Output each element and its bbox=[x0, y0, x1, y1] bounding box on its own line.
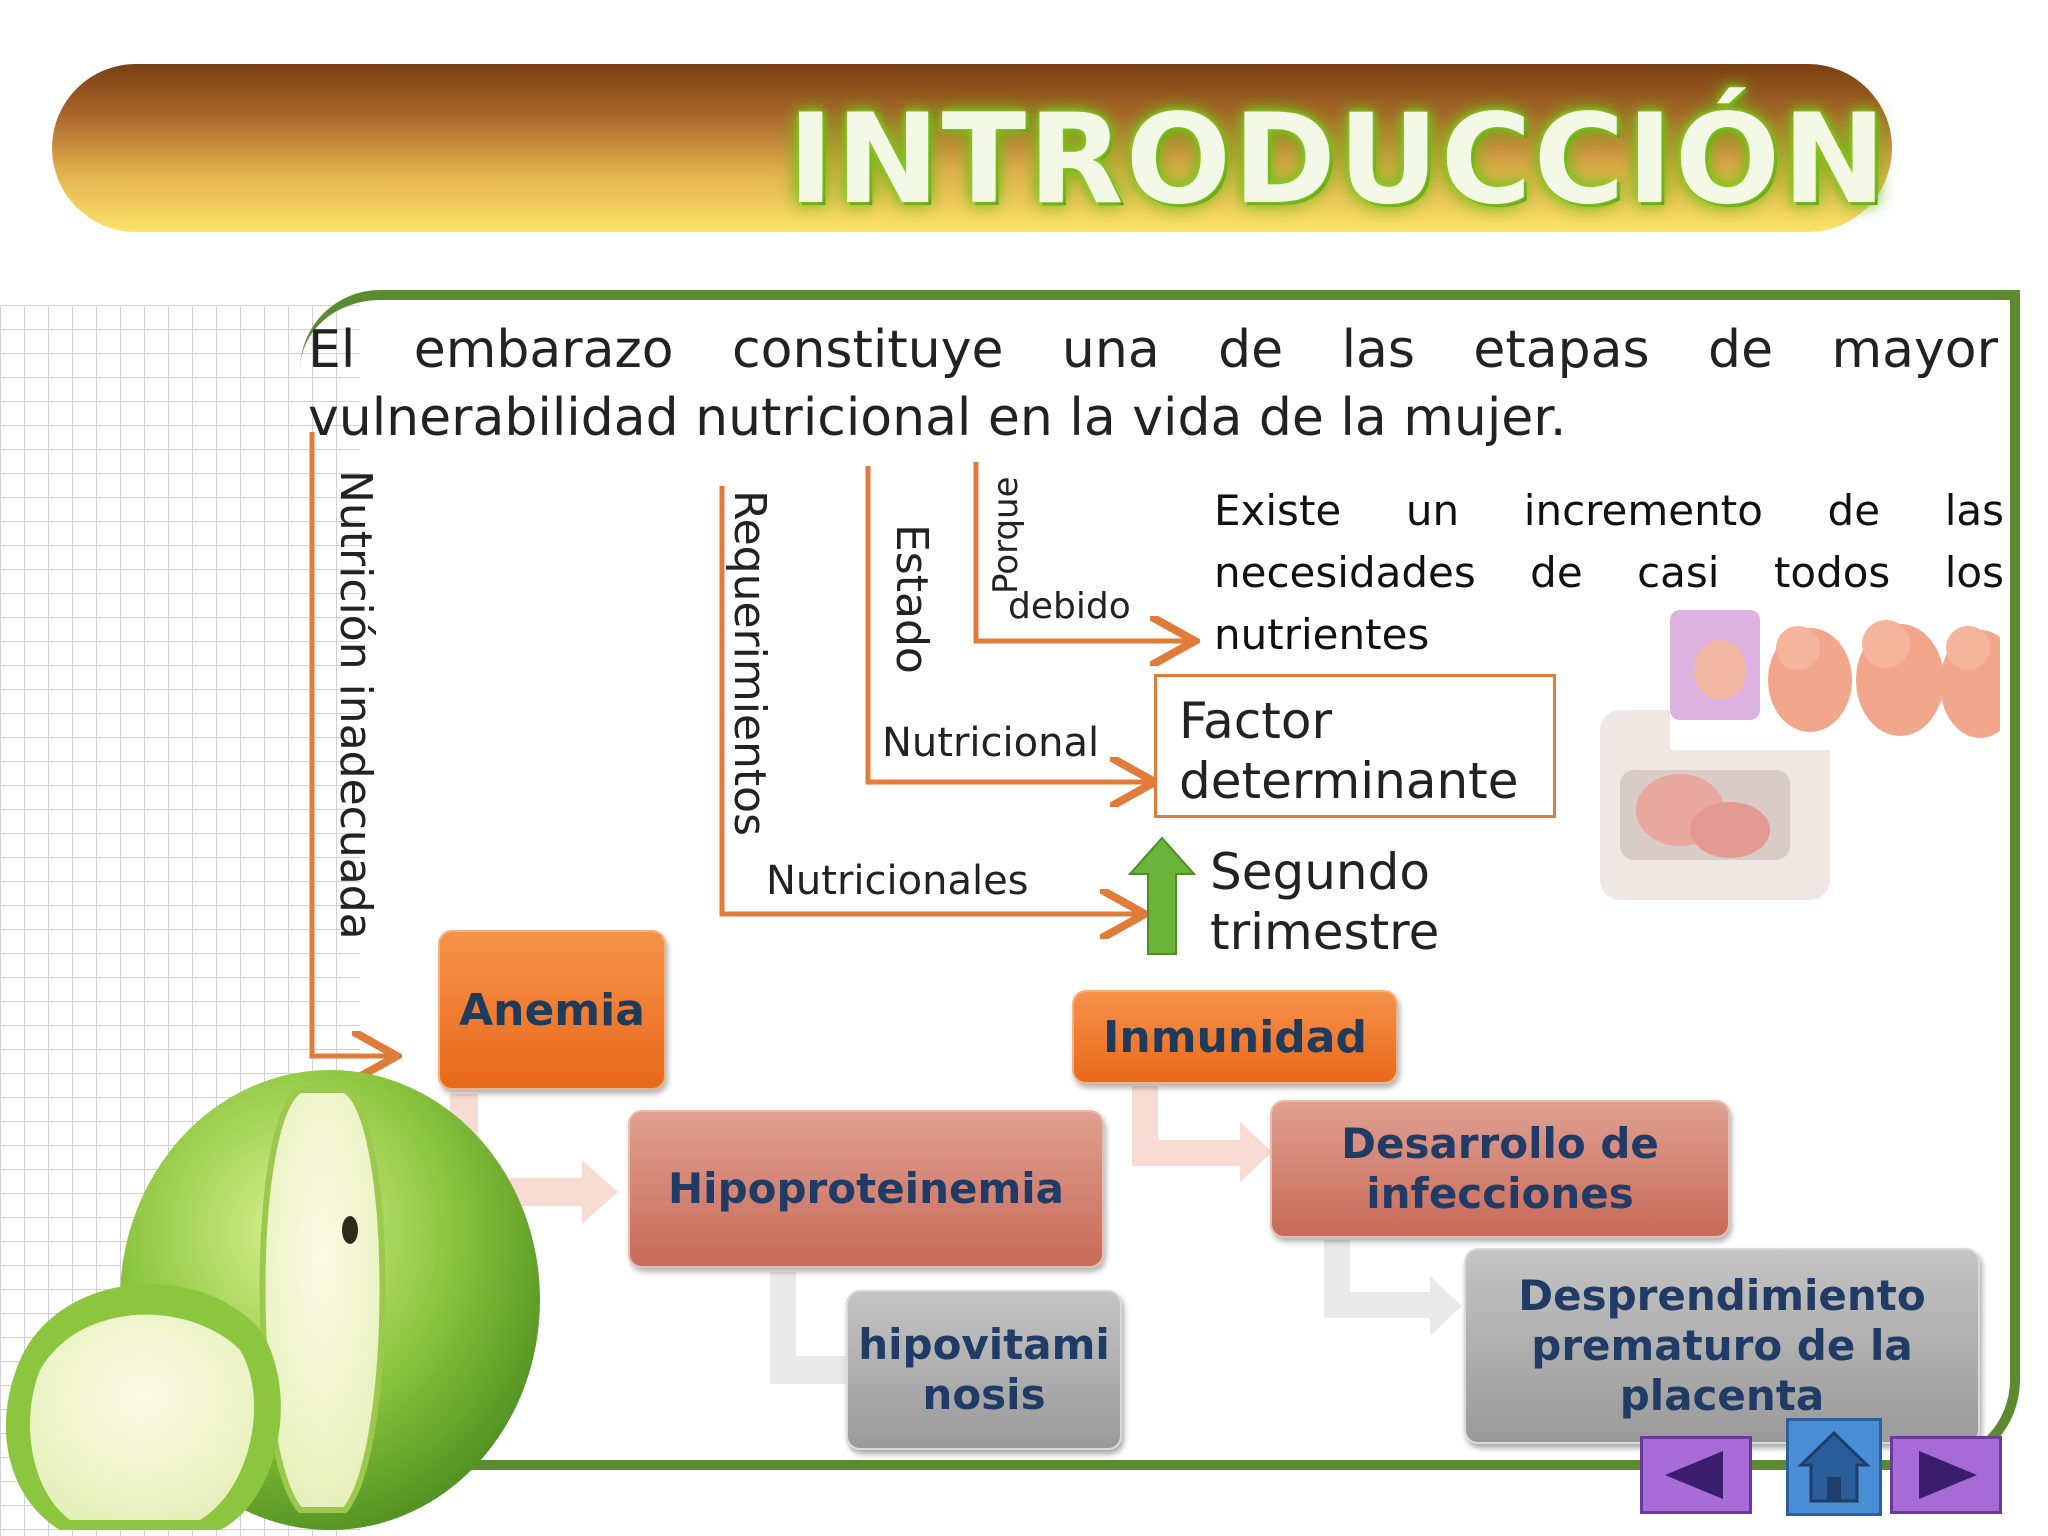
factor-determinante-box: Factor determinante bbox=[1154, 674, 1556, 818]
fetus-development-image bbox=[1600, 600, 2000, 900]
next-button[interactable] bbox=[1890, 1436, 2002, 1514]
bent-arrow-infecciones bbox=[1324, 1240, 1462, 1336]
hipovitaminosis-line-2: nosis bbox=[922, 1370, 1046, 1419]
desprendimiento-box: Desprendimiento prematuro de la placenta bbox=[1464, 1248, 1980, 1444]
label-nutricionales: Nutricionales bbox=[766, 858, 1029, 904]
paragraph-nutrientes: Existe un incremento de las necesidades … bbox=[1214, 486, 2004, 659]
next-arrow-icon bbox=[1919, 1451, 1977, 1499]
infecciones-line-1: Desarrollo de bbox=[1341, 1119, 1659, 1168]
arrow-nutricion bbox=[309, 432, 392, 1056]
prev-arrow-icon bbox=[1665, 1451, 1723, 1499]
content-panel bbox=[300, 290, 2020, 1470]
factor-line-1: Factor bbox=[1179, 692, 1333, 750]
infecciones-box: Desarrollo de infecciones bbox=[1270, 1100, 1730, 1238]
desprendimiento-line-2: prematuro de la bbox=[1531, 1321, 1913, 1370]
home-icon bbox=[1797, 1430, 1871, 1503]
desprendimiento-line-1: Desprendimiento bbox=[1518, 1271, 1926, 1320]
arrow-porque bbox=[973, 462, 1190, 641]
segundo-trimestre: Segundo trimestre bbox=[1210, 842, 1439, 962]
hipovitaminosis-box: hipovitami nosis bbox=[846, 1290, 1122, 1450]
home-button[interactable] bbox=[1786, 1418, 1882, 1516]
factor-line-2: determinante bbox=[1179, 752, 1519, 810]
bent-arrow-inmunidad bbox=[1132, 1086, 1272, 1182]
green-apple-image bbox=[5, 1070, 540, 1530]
anemia-box: Anemia bbox=[438, 930, 666, 1090]
desprendimiento-line-3: placenta bbox=[1619, 1371, 1825, 1420]
label-debido: debido bbox=[1008, 586, 1131, 627]
segundo-line-2: trimestre bbox=[1210, 903, 1440, 961]
intro-text: El embarazo constituye una de las etapas… bbox=[308, 320, 1998, 448]
label-requerimientos: Requerimientos bbox=[724, 490, 775, 837]
label-nutricional: Nutricional bbox=[882, 720, 1100, 766]
arrow-estado bbox=[865, 466, 1150, 782]
label-estado: Estado bbox=[886, 524, 937, 674]
segundo-line-1: Segundo bbox=[1210, 843, 1430, 901]
hipovitaminosis-line-1: hipovitami bbox=[858, 1320, 1110, 1369]
label-nutricion-inadecuada: Nutrición inadecuada bbox=[330, 470, 381, 940]
up-arrow-icon bbox=[1127, 836, 1197, 955]
title-banner bbox=[52, 64, 1892, 232]
hipoproteinemia-box: Hipoproteinemia bbox=[628, 1110, 1104, 1268]
page-title: INTRODUCCIÓN bbox=[787, 88, 1888, 232]
prev-button[interactable] bbox=[1640, 1436, 1752, 1514]
label-porque-wrap: Porque bbox=[986, 458, 1026, 598]
label-porque: Porque bbox=[986, 476, 1026, 594]
arrow-requerimientos bbox=[719, 486, 1140, 914]
inmunidad-box: Inmunidad bbox=[1072, 990, 1398, 1084]
infecciones-line-2: infecciones bbox=[1366, 1169, 1634, 1218]
